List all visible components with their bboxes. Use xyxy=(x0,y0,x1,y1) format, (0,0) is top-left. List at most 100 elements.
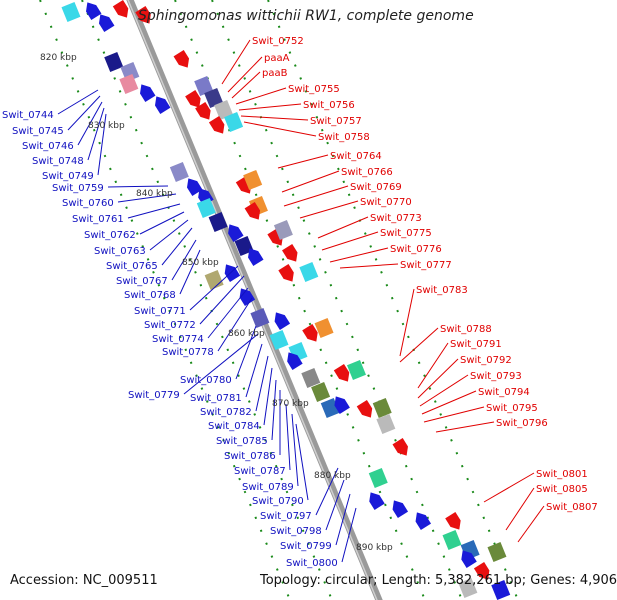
reverse-gene-label[interactable]: Swit_0789 xyxy=(242,482,294,493)
reverse-gene-label[interactable]: Swit_0787 xyxy=(234,466,286,477)
forward-gene-label[interactable]: Swit_0795 xyxy=(486,403,538,414)
gene-feature[interactable] xyxy=(112,0,132,21)
gene-feature[interactable] xyxy=(473,562,493,583)
gene-feature[interactable] xyxy=(301,367,321,389)
forward-gene-label[interactable]: Swit_0764 xyxy=(330,151,382,162)
gene-feature[interactable] xyxy=(195,102,214,123)
forward-gene-label[interactable]: Swit_0807 xyxy=(546,502,598,513)
reverse-gene-label[interactable]: Swit_0771 xyxy=(134,306,186,317)
reverse-gene-label[interactable]: Swit_0761 xyxy=(72,214,124,225)
reverse-gene-label[interactable]: Swit_0768 xyxy=(124,290,176,301)
gene-feature[interactable] xyxy=(196,197,216,219)
gene-feature[interactable] xyxy=(194,75,214,97)
gene-feature[interactable] xyxy=(173,50,193,71)
gene-feature[interactable] xyxy=(368,467,388,489)
reverse-gene-label[interactable]: Swit_0784 xyxy=(208,421,260,432)
reverse-gene-label[interactable]: Swit_0797 xyxy=(260,511,312,522)
gene-feature[interactable] xyxy=(204,87,224,109)
gene-feature[interactable] xyxy=(331,393,350,414)
forward-gene-label[interactable]: Swit_0775 xyxy=(380,228,432,239)
gene-feature[interactable] xyxy=(236,285,256,306)
gene-feature[interactable] xyxy=(356,400,376,421)
gene-feature[interactable] xyxy=(243,169,263,191)
gene-feature[interactable] xyxy=(244,245,264,266)
reverse-gene-label[interactable]: Swit_0762 xyxy=(84,230,136,241)
gene-feature[interactable] xyxy=(333,364,353,385)
reverse-gene-label[interactable]: Swit_0748 xyxy=(32,156,84,167)
reverse-gene-label[interactable]: Swit_0799 xyxy=(280,541,332,552)
forward-gene-label[interactable]: Swit_0791 xyxy=(450,339,502,350)
forward-gene-label[interactable]: Swit_0752 xyxy=(252,36,304,47)
gene-feature[interactable] xyxy=(234,235,254,257)
gene-feature[interactable] xyxy=(458,577,478,599)
gene-feature[interactable] xyxy=(224,221,244,242)
gene-feature[interactable] xyxy=(208,211,228,233)
reverse-gene-label[interactable]: Swit_0782 xyxy=(200,407,252,418)
gene-feature[interactable] xyxy=(366,489,385,510)
gene-feature[interactable] xyxy=(185,90,204,111)
gene-feature[interactable] xyxy=(346,359,366,381)
gene-feature[interactable] xyxy=(412,509,432,530)
gene-feature[interactable] xyxy=(119,73,139,95)
reverse-gene-label[interactable]: Swit_0749 xyxy=(42,171,94,182)
forward-gene-label[interactable]: Swit_0796 xyxy=(496,418,548,429)
gene-feature[interactable] xyxy=(458,547,477,568)
gene-feature[interactable] xyxy=(299,261,319,283)
gene-feature[interactable] xyxy=(244,202,264,223)
gene-feature[interactable] xyxy=(208,116,228,137)
gene-feature[interactable] xyxy=(282,244,301,265)
reverse-gene-label[interactable]: Swit_0780 xyxy=(180,375,232,386)
reverse-gene-label[interactable]: Swit_0765 xyxy=(106,261,158,272)
gene-feature[interactable] xyxy=(278,264,297,285)
forward-gene-label[interactable]: Swit_0792 xyxy=(460,355,512,366)
gene-feature[interactable] xyxy=(314,317,334,339)
forward-gene-label[interactable]: paaB xyxy=(262,68,288,79)
gene-feature[interactable] xyxy=(204,269,224,291)
forward-gene-label[interactable]: Swit_0773 xyxy=(370,213,422,224)
forward-gene-label[interactable]: Swit_0757 xyxy=(310,116,362,127)
gene-feature[interactable] xyxy=(442,529,462,551)
reverse-gene-label[interactable]: Swit_0798 xyxy=(270,526,322,537)
reverse-gene-label[interactable]: Swit_0774 xyxy=(152,334,204,345)
gene-feature[interactable] xyxy=(392,438,412,459)
forward-gene-label[interactable]: Swit_0770 xyxy=(360,197,412,208)
forward-gene-label[interactable]: Swit_0758 xyxy=(318,132,370,143)
forward-gene-label[interactable]: Swit_0805 xyxy=(536,484,588,495)
gene-feature[interactable] xyxy=(82,0,102,20)
forward-gene-label[interactable]: Swit_0766 xyxy=(341,167,393,178)
gene-feature[interactable] xyxy=(224,111,244,133)
forward-gene-label[interactable]: Swit_0783 xyxy=(416,285,468,296)
gene-feature[interactable] xyxy=(95,11,115,32)
gene-feature[interactable] xyxy=(183,175,203,196)
gene-feature[interactable] xyxy=(269,329,289,351)
forward-gene-label[interactable]: Swit_0794 xyxy=(478,387,530,398)
reverse-gene-label[interactable]: Swit_0779 xyxy=(128,390,180,401)
gene-feature[interactable] xyxy=(311,381,331,403)
gene-feature[interactable] xyxy=(169,161,189,183)
gene-feature[interactable] xyxy=(445,512,464,533)
forward-gene-label[interactable]: Swit_0793 xyxy=(470,371,522,382)
forward-gene-label[interactable]: paaA xyxy=(264,53,290,64)
gene-feature[interactable] xyxy=(376,413,396,435)
reverse-gene-label[interactable]: Swit_0778 xyxy=(162,347,214,358)
forward-gene-label[interactable]: Swit_0755 xyxy=(288,84,340,95)
gene-feature[interactable] xyxy=(271,309,291,330)
gene-feature[interactable] xyxy=(487,541,507,563)
forward-gene-label[interactable]: Swit_0777 xyxy=(400,260,452,271)
reverse-gene-label[interactable]: Swit_0744 xyxy=(2,110,54,121)
forward-gene-label[interactable]: Swit_0769 xyxy=(350,182,402,193)
reverse-gene-label[interactable]: Swit_0767 xyxy=(116,276,168,287)
gene-feature[interactable] xyxy=(61,1,81,23)
gene-feature[interactable] xyxy=(273,219,293,241)
gene-feature[interactable] xyxy=(135,6,154,27)
gene-feature[interactable] xyxy=(491,579,511,600)
gene-feature[interactable] xyxy=(214,99,234,121)
reverse-gene-label[interactable]: Swit_0759 xyxy=(52,183,104,194)
gene-feature[interactable] xyxy=(136,81,156,102)
reverse-gene-label[interactable]: Swit_0763 xyxy=(94,246,146,257)
gene-feature[interactable] xyxy=(283,349,303,370)
forward-gene-label[interactable]: Swit_0776 xyxy=(390,244,442,255)
gene-feature[interactable] xyxy=(151,93,171,114)
reverse-gene-label[interactable]: Swit_0786 xyxy=(224,451,276,462)
forward-gene-label[interactable]: Swit_0801 xyxy=(536,469,588,480)
